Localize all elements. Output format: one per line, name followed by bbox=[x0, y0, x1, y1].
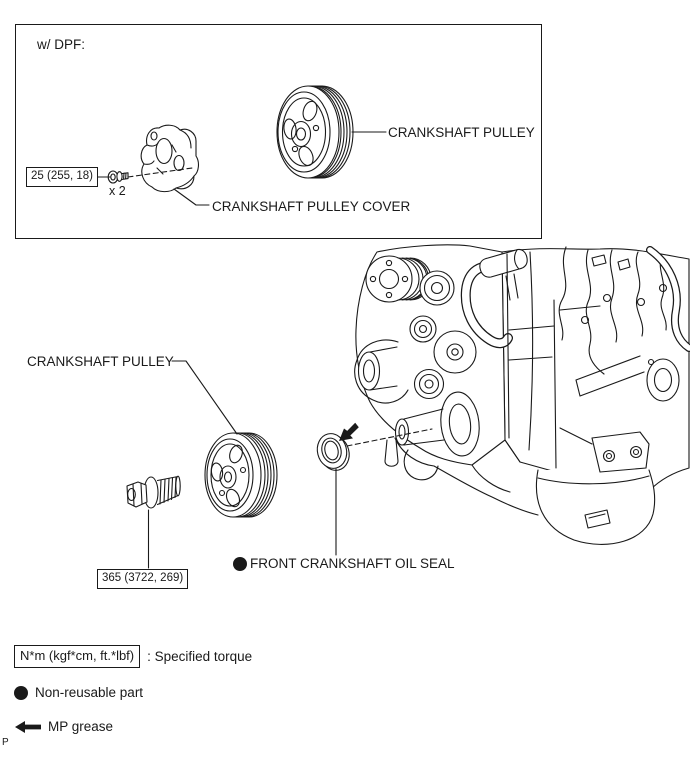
dpf-pulley-cover-drawing bbox=[140, 124, 199, 193]
dpf-box-title: w/ DPF: bbox=[37, 37, 86, 52]
non-reusable-legend-row: Non-reusable part bbox=[14, 685, 143, 700]
pulley-bolt-torque-spec: 365 (3722, 269) bbox=[97, 569, 189, 589]
mp-grease-legend-row: MP grease bbox=[14, 719, 113, 734]
page-corner-letter: P bbox=[2, 737, 9, 748]
dpf-bolt-drawing bbox=[107, 170, 129, 184]
crankshaft-pulley-label: CRANKSHAFT PULLEY bbox=[27, 354, 174, 369]
non-reusable-legend-text: Non-reusable part bbox=[35, 685, 144, 700]
front-oil-seal-label-row: FRONT CRANKSHAFT OIL SEAL bbox=[233, 556, 455, 571]
torque-unit-box: N*m (kgf*cm, ft.*lbf) bbox=[14, 645, 141, 668]
front-oil-seal-drawing bbox=[316, 433, 350, 471]
front-oil-seal-label: FRONT CRANKSHAFT OIL SEAL bbox=[250, 556, 455, 571]
non-reusable-bullet-icon bbox=[233, 556, 247, 571]
mp-grease-arrow-icon bbox=[15, 720, 41, 733]
dpf-crankshaft-pulley-drawing bbox=[276, 85, 354, 179]
assembly-axis-dashed-lines bbox=[127, 167, 433, 447]
mp-grease-legend-text: MP grease bbox=[48, 719, 114, 734]
cover-bolt-torque-spec: 25 (255, 18) bbox=[26, 167, 99, 187]
bolt-quantity-label: x 2 bbox=[109, 184, 126, 198]
pulley-bolt-drawing bbox=[126, 475, 181, 509]
grease-direction-arrow-icon bbox=[339, 422, 359, 441]
dpf-variant-box bbox=[15, 24, 542, 239]
main-crankshaft-pulley-drawing bbox=[204, 432, 278, 518]
engine-assembly-drawing bbox=[354, 244, 690, 545]
non-reusable-bullet-icon bbox=[14, 685, 28, 700]
crankshaft-pulley-cover-label: CRANKSHAFT PULLEY COVER bbox=[212, 199, 411, 214]
dpf-crankshaft-pulley-label: CRANKSHAFT PULLEY bbox=[388, 125, 535, 140]
torque-legend-row: N*m (kgf*cm, ft.*lbf) : Specified torque bbox=[14, 645, 252, 668]
torque-legend-text: : Specified torque bbox=[147, 649, 253, 664]
